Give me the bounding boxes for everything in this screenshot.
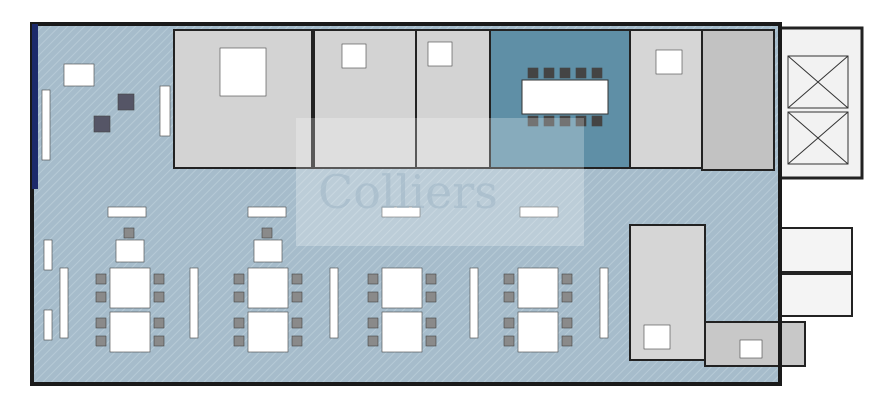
restroom-1: [779, 227, 853, 273]
counter: [739, 339, 763, 359]
chair: [559, 115, 571, 127]
chair: [367, 335, 379, 347]
chair: [591, 115, 603, 127]
chair: [291, 317, 303, 329]
meeting-table: [521, 79, 609, 115]
watermark-box: [296, 118, 584, 246]
chair: [559, 67, 571, 79]
chair: [153, 335, 165, 347]
desk-cluster: [517, 267, 559, 309]
chair: [95, 291, 107, 303]
chair: [233, 291, 245, 303]
chair: [233, 273, 245, 285]
desk: [115, 239, 145, 263]
storage-room: [701, 29, 775, 171]
chair: [117, 93, 135, 111]
chair: [561, 317, 573, 329]
cabinet: [59, 267, 69, 339]
cabinet: [189, 267, 199, 339]
chair: [95, 317, 107, 329]
cabinet: [43, 239, 53, 271]
outer-wall: [30, 22, 782, 386]
chair: [503, 335, 515, 347]
chair: [123, 227, 135, 239]
chair: [503, 317, 515, 329]
sofa: [63, 63, 95, 87]
chair: [503, 291, 515, 303]
desk: [341, 43, 367, 69]
watermark-logo: Colliers: [318, 165, 498, 219]
chair: [367, 273, 379, 285]
chair: [261, 227, 273, 239]
chair: [561, 335, 573, 347]
chair: [233, 317, 245, 329]
desk-cluster: [517, 311, 559, 353]
chair: [95, 335, 107, 347]
chair: [425, 291, 437, 303]
chair: [425, 273, 437, 285]
cabinet: [41, 89, 51, 161]
cabinet: [247, 206, 287, 218]
chair: [425, 335, 437, 347]
chair: [561, 291, 573, 303]
desk: [655, 49, 683, 75]
cabinet: [519, 206, 559, 218]
chair: [425, 317, 437, 329]
chair: [291, 273, 303, 285]
cabinet: [599, 267, 609, 339]
stairs-elevator-core: [778, 26, 864, 180]
chair: [93, 115, 111, 133]
desk: [219, 47, 267, 97]
desk-cluster: [109, 311, 151, 353]
chair: [153, 317, 165, 329]
desk-cluster: [109, 267, 151, 309]
chair: [233, 335, 245, 347]
chair: [153, 291, 165, 303]
desk-cluster: [247, 267, 289, 309]
chair: [503, 273, 515, 285]
chair: [95, 273, 107, 285]
chair: [527, 115, 539, 127]
desk: [253, 239, 283, 263]
desk-cluster: [247, 311, 289, 353]
desk-cluster: [381, 311, 423, 353]
chair: [367, 317, 379, 329]
cabinet: [469, 267, 479, 339]
desk: [643, 324, 671, 350]
chair: [291, 335, 303, 347]
chair: [561, 273, 573, 285]
chair: [527, 67, 539, 79]
chair: [575, 67, 587, 79]
chair: [575, 115, 587, 127]
cabinet: [159, 85, 171, 137]
chair: [291, 291, 303, 303]
cabinet: [107, 206, 147, 218]
cabinet: [381, 206, 421, 218]
cabinet: [43, 309, 53, 341]
desk: [427, 41, 453, 67]
chair: [591, 67, 603, 79]
chair: [543, 115, 555, 127]
desk-cluster: [381, 267, 423, 309]
chair: [543, 67, 555, 79]
chair: [153, 273, 165, 285]
restroom-2: [779, 273, 853, 317]
chair: [367, 291, 379, 303]
cabinet: [329, 267, 339, 339]
